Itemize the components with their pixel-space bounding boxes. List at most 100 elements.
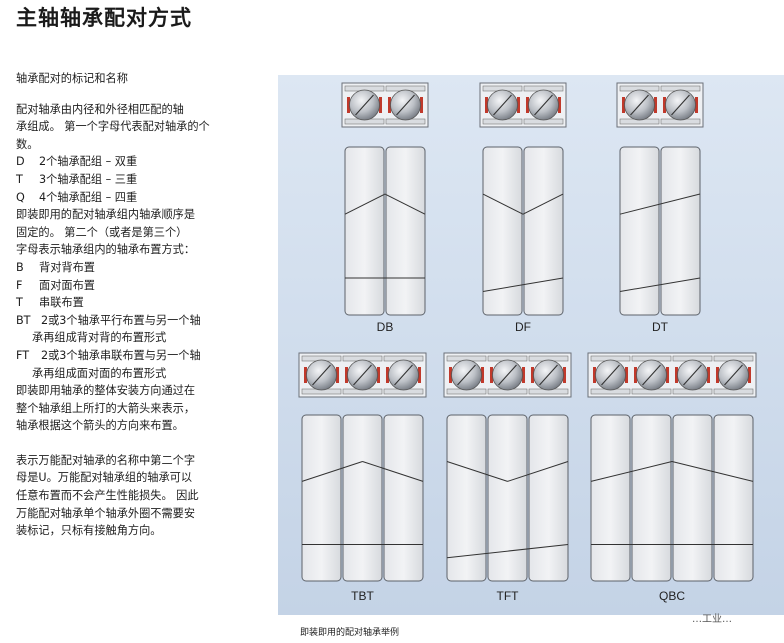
count-code-row: T 3个轴承配组 – 三重: [16, 171, 264, 189]
contact-angle-line: [724, 364, 743, 386]
code-letter: BT: [16, 313, 31, 327]
seal-mark: [418, 367, 421, 383]
arrangement-label: DB: [377, 320, 394, 334]
bearing-set-df: DF: [479, 82, 567, 334]
seal-mark: [675, 367, 678, 383]
seal-mark: [716, 367, 719, 383]
arrangement-code-row: B 背对背布置: [16, 259, 264, 277]
intro-paragraph: 配对轴承由内径和外径相匹配的轴 承组成。 第一个字母代表配对轴承的个 数。: [16, 101, 264, 154]
arrangement-label: QBC: [659, 589, 685, 603]
text-column: 轴承配对的标记和名称 配对轴承由内径和外径相匹配的轴 承组成。 第一个字母代表配…: [16, 70, 264, 540]
bearing-column: [482, 146, 523, 316]
seal-mark: [377, 367, 380, 383]
contact-angle-line: [630, 94, 649, 116]
seal-mark: [490, 367, 493, 383]
bearing-column: [342, 414, 383, 582]
text-line: 数。: [16, 137, 39, 151]
section-heading: 轴承配对的标记和名称: [16, 72, 128, 85]
code-description: 2或3个轴承平行布置与另一个轴: [41, 313, 201, 327]
watermark: …工业…: [692, 614, 732, 625]
seal-mark: [386, 367, 389, 383]
bearing-set-tft: TFT: [443, 352, 572, 603]
code-letter: Q: [16, 190, 25, 204]
seal-mark: [563, 367, 566, 383]
bearing-column: [385, 146, 426, 316]
code-letter: FT: [16, 348, 30, 362]
contact-angle-line: [457, 364, 476, 386]
code-description: 串联布置: [39, 296, 84, 310]
code-letter: T: [16, 296, 23, 310]
seal-mark: [531, 367, 534, 383]
text-line: 固定的。 第二个（或者是第三个）: [16, 225, 188, 239]
contact-line: [619, 277, 701, 292]
text-line: 装标记，只标有接触角方向。: [16, 524, 162, 538]
bearing-column: [523, 146, 564, 316]
code-description: 4个轴承配组 – 四重: [39, 190, 138, 204]
arrangement-code-row: T 串联布置: [16, 294, 264, 312]
seal-mark: [485, 97, 488, 113]
bearing-column: [672, 414, 713, 582]
arrangement-code-continuation: 承再组成面对面的布置形式: [16, 365, 264, 383]
count-code-row: D 2个轴承配组 – 双重: [16, 153, 264, 171]
bearing-column: [660, 146, 701, 316]
seal-mark: [593, 367, 596, 383]
code-letter: F: [16, 278, 23, 292]
contact-line: [384, 193, 426, 215]
bearing-column: [631, 414, 672, 582]
contact-line: [446, 461, 508, 482]
bearing-column: [301, 414, 342, 582]
contact-angle-line: [312, 364, 331, 386]
text-line: 任意布置而不会产生性能损失。 因此: [16, 489, 199, 503]
seal-mark: [388, 97, 391, 113]
bearing-set-tbt: TBT: [298, 352, 427, 603]
contact-angle-line: [539, 364, 558, 386]
contact-angle-line: [355, 94, 374, 116]
text-line: 字母表示轴承组内的轴承布置方式：: [16, 243, 196, 257]
universal-note: 表示万能配对轴承的名称中第二个字 母是U。万能配对轴承组的轴承可以 任意布置而不…: [16, 452, 264, 540]
bearing-column: [344, 146, 385, 316]
arrangement-code-row: FT 2或3个轴承串联布置与另一个轴: [16, 347, 264, 365]
text-line: 即装即用的配对轴承组内轴承顺序是: [16, 208, 196, 222]
text-line: 配对轴承由内径和外径相匹配的轴: [16, 102, 184, 116]
code-description: 面对面布置: [39, 278, 95, 292]
seal-mark: [304, 367, 307, 383]
code-description: 2或3个轴承串联布置与另一个轴: [41, 348, 201, 362]
contact-angle-line: [353, 364, 372, 386]
contact-line: [671, 460, 754, 482]
arrangement-label: TBT: [351, 589, 374, 603]
seal-mark: [695, 97, 698, 113]
text-line: 即装即用轴承的整体安装方向通过在: [16, 384, 196, 398]
arrangement-code-continuation: 承再组成背对背的布置形式: [16, 329, 264, 347]
contact-angle-line: [493, 94, 512, 116]
contact-angle-line: [534, 94, 553, 116]
arrow-note: 即装即用轴承的整体安装方向通过在 整个轴承组上所打的大箭头来表示， 轴承根据这个…: [16, 382, 264, 435]
code-description: 背对背布置: [39, 260, 95, 274]
bearing-column: [383, 414, 424, 582]
contact-angle-line: [396, 94, 415, 116]
contact-angle-line: [683, 364, 702, 386]
seal-mark: [336, 367, 339, 383]
code-description: 2个轴承配组 – 双重: [39, 155, 138, 169]
contact-angle-line: [642, 364, 661, 386]
page-title: 主轴轴承配对方式: [16, 6, 192, 30]
contact-line: [482, 277, 564, 292]
seal-mark: [517, 97, 520, 113]
bearing-column: [528, 414, 569, 582]
seal-mark: [449, 367, 452, 383]
bearing-column: [713, 414, 754, 582]
bearing-column: [487, 414, 528, 582]
code-description: 承再组成背对背的布置形式: [32, 331, 167, 345]
contact-angle-line: [671, 94, 690, 116]
seal-mark: [522, 367, 525, 383]
code-description: 承再组成面对面的布置形式: [32, 366, 167, 380]
text-line: 母是U。万能配对轴承组的轴承可以: [16, 471, 193, 485]
figure-caption: 即装即用的配对轴承举例: [300, 628, 400, 638]
bearing-column: [619, 146, 660, 316]
seal-mark: [634, 367, 637, 383]
text-line: 轴承根据这个箭头的方向来布置。: [16, 419, 184, 433]
contact-angle-line: [498, 364, 517, 386]
contact-line: [344, 193, 386, 215]
contact-line: [522, 193, 564, 215]
